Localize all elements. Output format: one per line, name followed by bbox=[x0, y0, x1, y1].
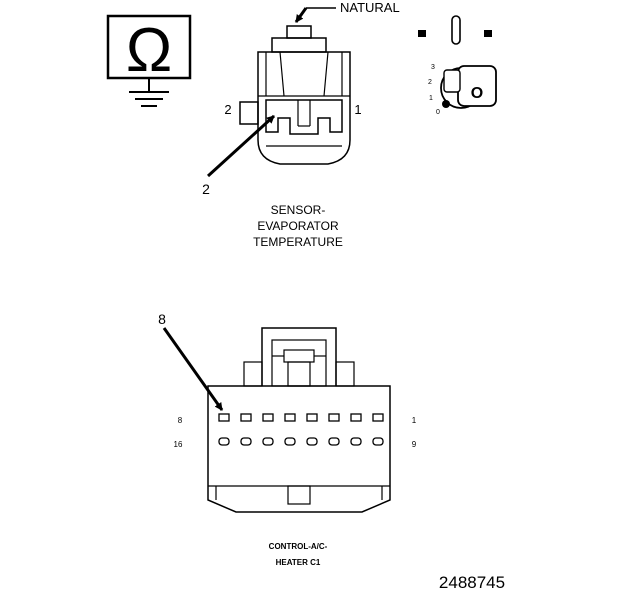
sensor-connector bbox=[239, 25, 351, 165]
pin-cavity bbox=[306, 437, 318, 446]
control-pointer-label: 8 bbox=[158, 311, 166, 327]
sensor-pin-arrow bbox=[206, 114, 276, 178]
pin-cavity bbox=[372, 437, 384, 446]
control-caption-line-1: CONTROL-A/C- bbox=[269, 542, 328, 551]
pin-cavity bbox=[240, 437, 252, 446]
sensor-caption-line-1: SENSOR- bbox=[271, 203, 326, 217]
natural-arrow bbox=[294, 7, 308, 23]
key-letter: O bbox=[471, 85, 483, 102]
pin-cavity bbox=[328, 413, 340, 422]
pin-cavity bbox=[350, 437, 362, 446]
row1-right-pin-number: 1 bbox=[412, 416, 417, 425]
ignition-key-icon bbox=[418, 15, 497, 109]
row2-right-pin-number: 9 bbox=[412, 440, 417, 449]
control-caption-line-2: HEATER C1 bbox=[276, 558, 321, 567]
pin-cavity bbox=[328, 437, 340, 446]
pin-cavity bbox=[262, 413, 274, 422]
control-connector bbox=[207, 327, 391, 513]
key-position-0: 0 bbox=[436, 109, 440, 116]
figure-number: 2488745 bbox=[439, 573, 505, 592]
ohm-glyph: Ω bbox=[126, 16, 172, 85]
ohmmeter-icon: Ω bbox=[106, 14, 192, 107]
key-position-2: 2 bbox=[428, 79, 432, 86]
pin-cavity bbox=[372, 413, 384, 422]
pin-cavity bbox=[240, 413, 252, 422]
sensor-caption-line-2: EVAPORATOR bbox=[257, 219, 339, 233]
pin-cavity bbox=[262, 437, 274, 446]
pin-cavity bbox=[350, 413, 362, 422]
pin-row-2 bbox=[218, 437, 384, 446]
pin-label-left: 2 bbox=[224, 102, 231, 117]
sensor-pointer-label: 2 bbox=[202, 181, 210, 197]
color-callout: NATURAL bbox=[340, 0, 400, 15]
pin-cavity bbox=[284, 437, 296, 446]
row1-left-pin-number: 8 bbox=[178, 416, 183, 425]
pin-label-right: 1 bbox=[354, 102, 361, 117]
key-position-3: 3 bbox=[431, 64, 435, 71]
sensor-caption-line-3: TEMPERATURE bbox=[253, 235, 343, 249]
pin-cavity bbox=[284, 413, 296, 422]
control-pin-arrow bbox=[162, 327, 224, 411]
row2-left-pin-number: 16 bbox=[174, 440, 183, 449]
pin-row-1 bbox=[218, 413, 384, 422]
pin-cavity bbox=[306, 413, 318, 422]
pin-cavity bbox=[218, 413, 230, 422]
pin-cavity bbox=[218, 437, 230, 446]
key-position-1: 1 bbox=[429, 95, 433, 102]
